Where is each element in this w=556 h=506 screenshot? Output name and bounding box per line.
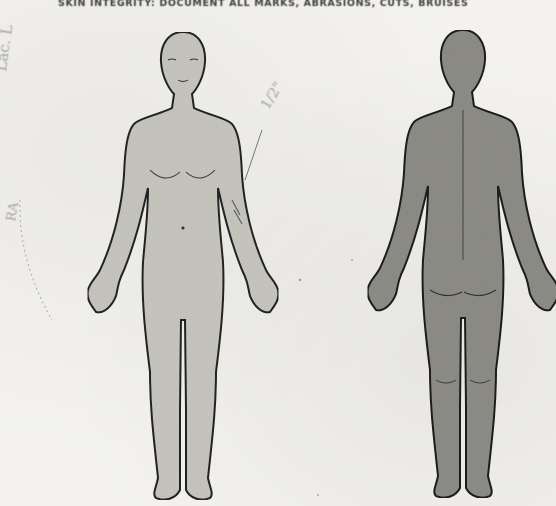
speck-mark (351, 259, 353, 261)
speck-mark (299, 279, 301, 281)
front-body-figure (88, 32, 279, 500)
speck-mark (317, 494, 319, 496)
margin-mark (20, 200, 52, 320)
back-body-figure (368, 30, 556, 498)
